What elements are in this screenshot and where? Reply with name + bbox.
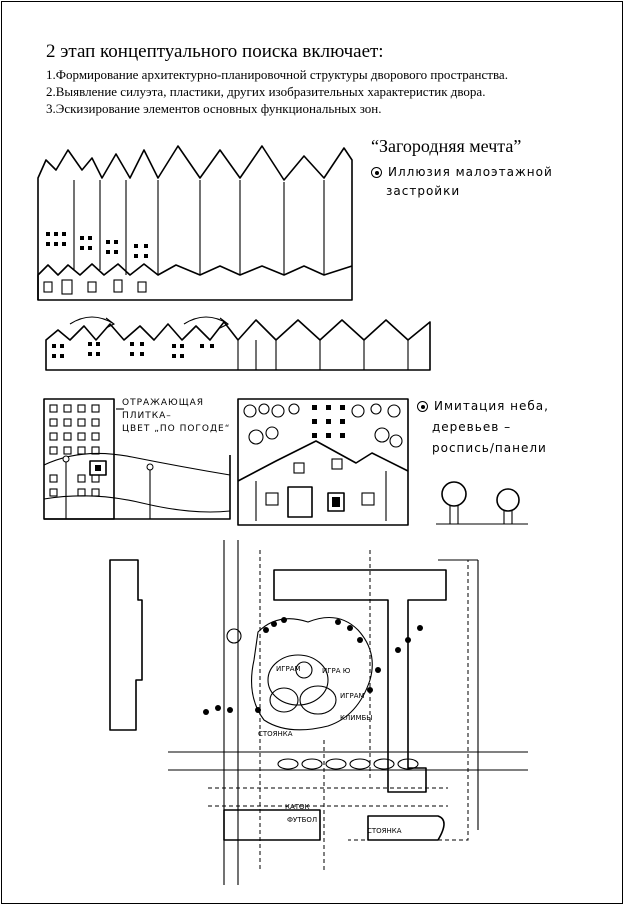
tile-note-line3: ЦВЕТ „ПО ПОГОДЕ“ bbox=[122, 424, 231, 434]
list-item-3: 3.Эскизирование элементов основных функц… bbox=[46, 101, 382, 116]
plan-label-games-1: ИГРАМ bbox=[276, 665, 301, 673]
list-item-2: 2.Выявление силуэта, пластики, других из… bbox=[46, 84, 486, 99]
bullet-icon bbox=[417, 401, 428, 412]
plan-label-rink: КАТОК bbox=[285, 803, 310, 811]
bullet-icon bbox=[371, 167, 382, 178]
list-item-1: 1.Формирование архитектурно-планировочно… bbox=[46, 67, 508, 82]
plan-label-parking-2: СТОЯНКА bbox=[367, 827, 402, 835]
illusion-note-line2: застройки bbox=[386, 184, 461, 198]
plan-label-football: ФУТБОЛ bbox=[287, 816, 318, 824]
section-heading: 2 этап концептуального поиска включает: bbox=[46, 41, 384, 62]
plan-label-climb: КЛИМБЫ bbox=[340, 714, 373, 722]
tile-note-line1: ОТРАЖАЮЩАЯ bbox=[122, 398, 204, 408]
tile-note-line2: ПЛИТКА– bbox=[122, 411, 172, 421]
trees-sketch bbox=[436, 481, 528, 525]
low-rise-sketch bbox=[45, 316, 431, 371]
site-plan bbox=[109, 540, 528, 885]
illusion-note-line1: Иллюзия малоэтажной bbox=[371, 165, 553, 179]
plan-label-parking-1: СТОЯНКА bbox=[258, 730, 293, 738]
facade-sketch bbox=[43, 398, 231, 520]
plan-label-games-3: ИГРАМ bbox=[340, 692, 365, 700]
concept-title: “Загородняя мечта” bbox=[371, 136, 522, 156]
sky-note-line3: роспись/панели bbox=[432, 441, 547, 455]
sky-note-line1: Имитация неба, bbox=[417, 399, 549, 413]
courtyard-sketch bbox=[237, 398, 409, 526]
plan-label-games-2: ИГРА Ю bbox=[322, 667, 351, 675]
sky-note-line2: деревьев – bbox=[432, 420, 512, 434]
skyline-sketch bbox=[37, 145, 353, 301]
